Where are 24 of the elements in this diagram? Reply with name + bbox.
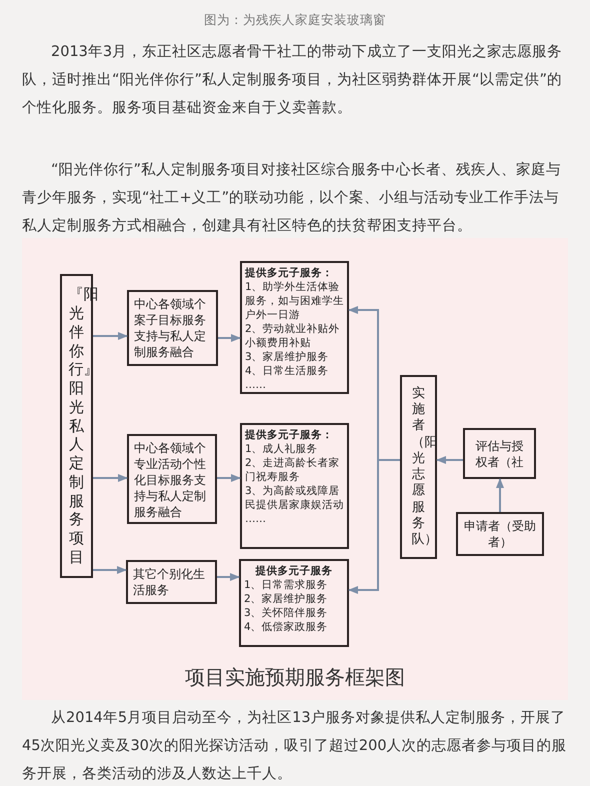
- diagram-caption: 项目实施预期服务框架图: [184, 664, 406, 691]
- photo-caption: 图为：为残疾人家庭安装玻璃窗: [203, 12, 387, 29]
- arrow: [436, 456, 463, 464]
- service-list-box: 提供多元子服务： 1、助学外生活体验服务，如与困难学生户外一日游 2、劳动就业补贴外小额费用补贴 3、家居维护服务 4、日常生活服务 ……: [240, 261, 349, 394]
- process-box: 中心各领域个专业活动个性化目标服务支持与私人定制服务融合: [127, 434, 217, 524]
- paragraph: “阳光伴你行”私人定制服务项目对接社区综合服务中心长者、残疾人、家庭与青少年服务，实现“社工+义工”的联动功能，以个案、小组与活动专业工作手法与私人定制服务方式相融合，创建具有社区特色的扶贫帮困支持平台。: [22, 160, 562, 236]
- process-box: 评估与授权者（社: [463, 428, 536, 479]
- arrow: [93, 566, 127, 574]
- arrow: [217, 474, 241, 482]
- process-box: 申请者（受助者）: [456, 512, 544, 556]
- arrow: [93, 332, 128, 340]
- arrow: [496, 478, 504, 512]
- process-box: 中心各领域个案子目标服务支持与私人定制服务融合: [127, 290, 218, 366]
- paragraph: 2013年3月，东正社区志愿者骨干社工的带动下成立了一支阳光之家志愿服务队，适时推出“阳光伴你行”私人定制服务项目，为社区弱势群体开展“以需定供”的个性化服务。服务项目基础资金来自于义卖善款。: [22, 42, 564, 118]
- process-box: 其它个别化生活服务: [126, 560, 217, 604]
- service-list-box: 提供多元子服务 1、日常需求服务 2、家居维护服务 3、关怀陪伴服务 4、低偿家政服务: [239, 559, 349, 647]
- service-list-box: 提供多元子服务： 1、成人礼服务 2、走进高龄长者家门祝寿服务 3、为高龄或残障居民提供居家康娱活动 ……: [240, 423, 349, 549]
- arrow: [348, 306, 379, 460]
- connector-line: [378, 459, 400, 461]
- paragraph: 从2014年5月项目启动至今，为社区13户服务对象提供私人定制服务，开展了45次阳光义卖及30次的阳光探访活动，吸引了超过200人次的志愿者参与项目的服务开展，各类活动的涉及人数达上千人。: [22, 708, 567, 784]
- arrow: [93, 474, 128, 482]
- arrow: [217, 573, 240, 581]
- arrow: [348, 460, 379, 594]
- arrow: [218, 334, 241, 342]
